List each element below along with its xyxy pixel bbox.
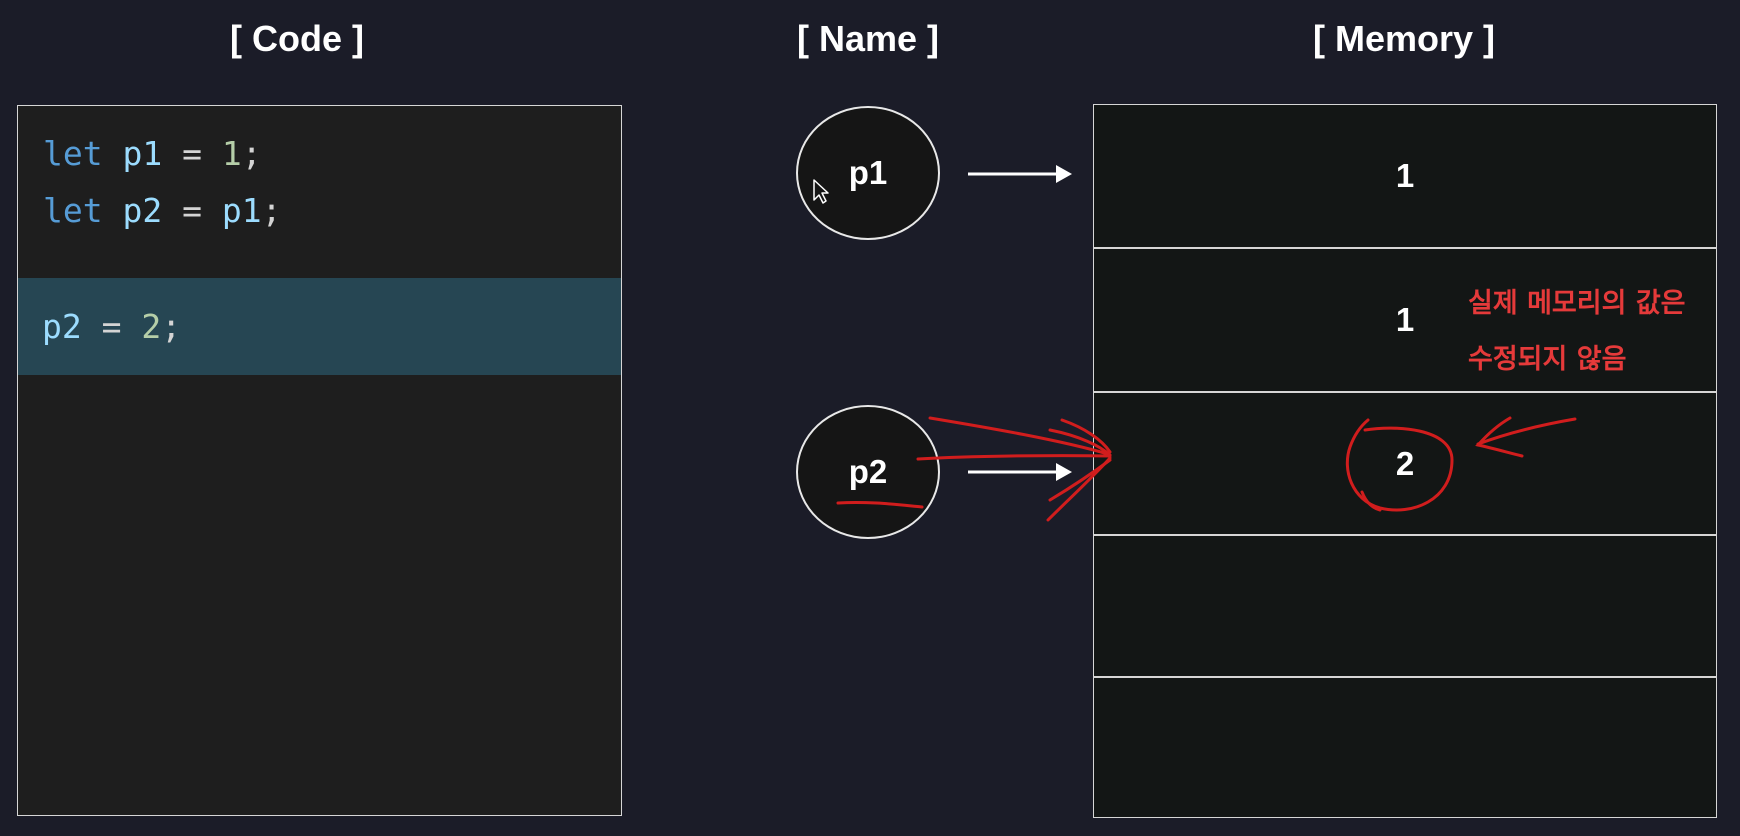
annotation-line-1: 실제 메모리의 값은	[1468, 288, 1686, 319]
code-line-1: let p1 = 1;	[43, 128, 262, 180]
red-arrow-stroke	[916, 454, 1112, 461]
code-operator: =	[182, 134, 202, 173]
code-keyword: let	[43, 191, 103, 230]
code-line-2: let p2 = p1;	[43, 185, 281, 237]
memory-cell-1: 1	[1395, 157, 1415, 194]
annotation-line-2: 수정되지 않음	[1468, 344, 1627, 375]
name-node-p2: p2	[796, 405, 940, 539]
memory-panel: 1 1 2	[1093, 104, 1717, 818]
red-pen-marks	[836, 416, 1577, 522]
memory-divider	[1094, 534, 1716, 536]
arrow-p2-to-memory	[968, 463, 1072, 481]
code-operator: =	[101, 307, 122, 346]
memory-divider	[1094, 676, 1716, 678]
code-variable: p1	[122, 134, 163, 173]
memory-section-title: [ Memory ]	[1312, 18, 1496, 59]
code-operator: =	[182, 191, 202, 230]
name-section-title: [ Name ]	[796, 18, 940, 59]
red-arrow-stroke	[928, 416, 1110, 456]
memory-cell-3: 2	[1395, 445, 1415, 482]
code-semicolon: ;	[161, 307, 182, 346]
code-semicolon: ;	[241, 134, 262, 173]
code-section-title: [ Code ]	[230, 18, 364, 59]
memory-divider	[1094, 391, 1716, 393]
red-left-arrow-head	[1475, 416, 1524, 458]
red-underline-p2	[836, 500, 924, 509]
code-line-highlight	[18, 278, 621, 375]
name-node-p1: p1	[796, 106, 940, 240]
red-circle-tail	[1360, 490, 1382, 512]
code-variable: p2	[122, 191, 163, 230]
red-arrow-stroke	[1060, 418, 1112, 454]
red-circle-around-2	[1345, 418, 1454, 512]
code-value: p1	[221, 191, 262, 230]
memory-cell-2: 1	[1395, 301, 1415, 338]
memory-divider	[1094, 247, 1716, 249]
code-line-3: p2 = 2;	[42, 301, 181, 353]
mouse-cursor-icon	[813, 179, 829, 204]
code-value: 1	[221, 134, 242, 173]
code-keyword: let	[43, 134, 103, 173]
red-arrow-stroke	[1048, 458, 1112, 502]
code-value: 2	[141, 307, 162, 346]
red-left-arrow	[1476, 417, 1577, 446]
code-panel: let p1 = 1; let p2 = p1; p2 = 2;	[17, 105, 622, 816]
code-semicolon: ;	[261, 191, 282, 230]
red-arrow-stroke	[1048, 428, 1112, 457]
arrow-p1-to-memory	[968, 165, 1072, 183]
code-variable: p2	[42, 307, 82, 346]
